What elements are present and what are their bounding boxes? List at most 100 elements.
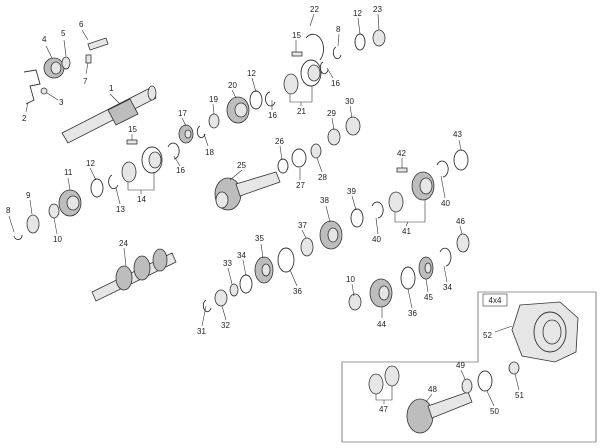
part-44-gear <box>369 278 393 308</box>
part-32-bearing <box>214 289 228 307</box>
callout-10b: 10 <box>346 275 355 284</box>
callout-37: 37 <box>298 221 307 230</box>
part-5-collar <box>61 56 71 70</box>
part-43-bearing <box>453 149 469 171</box>
part-10-needle-bearing <box>48 203 60 219</box>
part-4-gear <box>43 57 65 79</box>
part-8b-circlip <box>332 46 342 60</box>
part-35-gear <box>254 256 274 284</box>
part-6-pin <box>87 37 109 51</box>
callout-9: 9 <box>26 191 31 200</box>
callout-18: 18 <box>205 148 214 157</box>
part-34b-circlip <box>439 247 452 267</box>
callout-33: 33 <box>223 259 232 268</box>
part-51-nut <box>508 361 520 375</box>
part-15-key <box>126 139 138 145</box>
part-40b-circlip <box>436 160 449 178</box>
callout-12: 12 <box>86 159 95 168</box>
part-47-bearing-pair <box>368 365 400 395</box>
part-18-circlip <box>196 125 206 139</box>
callout-13: 13 <box>116 205 125 214</box>
part-2-shift-lever <box>23 69 48 105</box>
callout-30: 30 <box>345 97 354 106</box>
callout-43: 43 <box>453 130 462 139</box>
callout-47: 47 <box>379 405 388 414</box>
callout-14: 14 <box>137 195 146 204</box>
callout-11: 11 <box>64 168 73 177</box>
callout-12b: 12 <box>247 69 256 78</box>
part-28-nut <box>310 143 322 159</box>
callout-22: 22 <box>310 5 319 14</box>
part-49-spacer <box>461 378 473 394</box>
part-42-key <box>396 167 408 173</box>
part-36b-washer <box>400 266 416 290</box>
callout-39: 39 <box>347 187 356 196</box>
part-29-needle-bearing <box>327 128 341 146</box>
callout-28: 28 <box>318 173 327 182</box>
callout-26: 26 <box>275 137 284 146</box>
inset-4x4-label: 4x4 <box>489 296 502 305</box>
part-30-bearing <box>345 116 361 136</box>
callout-34: 34 <box>237 251 246 260</box>
callout-17: 17 <box>178 109 187 118</box>
callout-36b: 36 <box>408 309 417 318</box>
callout-32: 32 <box>221 321 230 330</box>
part-13-circlip <box>108 174 119 190</box>
part-23-bearing <box>372 29 386 47</box>
part-38-gear <box>319 220 343 250</box>
part-12-washer <box>90 178 104 198</box>
callout-4: 4 <box>42 35 47 44</box>
callout-5: 5 <box>61 29 66 38</box>
part-52-transfer-housing <box>511 301 579 363</box>
callout-23: 23 <box>373 5 382 14</box>
part-22-snap-ring <box>305 33 324 61</box>
part-19-needle-bearing <box>208 113 220 129</box>
callout-8: 8 <box>6 206 11 215</box>
part-10b-needle-bearing <box>348 293 362 311</box>
part-25-output-shaft <box>214 171 281 211</box>
callout-3: 3 <box>59 98 64 107</box>
part-37-bearing <box>300 237 314 257</box>
callout-16: 16 <box>176 166 185 175</box>
callout-24: 24 <box>119 239 128 248</box>
callout-25: 25 <box>237 161 246 170</box>
part-16b-circlip <box>265 91 276 107</box>
callout-50: 50 <box>490 407 499 416</box>
part-50-washer <box>477 370 493 392</box>
part-9-bearing <box>26 214 40 234</box>
part-33-spacer <box>229 283 239 297</box>
callout-16c: 16 <box>331 79 340 88</box>
part-17-gear <box>178 124 194 144</box>
part-45-gear <box>418 256 434 280</box>
part-1-input-shaft <box>61 85 157 144</box>
callout-1: 1 <box>109 84 114 93</box>
callout-44: 44 <box>377 320 386 329</box>
part-14-bearing-pair <box>121 146 163 183</box>
callout-15: 15 <box>128 125 137 134</box>
part-21-bearing-pair <box>283 59 322 95</box>
callout-49: 49 <box>456 361 465 370</box>
part-7-key <box>85 54 92 64</box>
callout-38: 38 <box>320 196 329 205</box>
part-27-washer <box>291 148 307 168</box>
part-26-washer <box>277 158 289 174</box>
part-39-washer <box>350 208 364 228</box>
callout-41: 41 <box>402 227 411 236</box>
callout-40: 40 <box>372 235 381 244</box>
part-48-transfer-gear-shaft <box>406 391 473 434</box>
callout-40b: 40 <box>441 199 450 208</box>
callout-labels: 1 2 3 4 5 6 7 8 9 10 11 12 13 14 15 16 1… <box>6 5 524 416</box>
callout-45: 45 <box>424 293 433 302</box>
callout-35: 35 <box>255 234 264 243</box>
callout-34b: 34 <box>443 283 452 292</box>
callout-8b: 8 <box>336 25 341 34</box>
callout-15b: 15 <box>292 31 301 40</box>
part-46-bearing <box>456 233 470 253</box>
callout-48: 48 <box>428 385 437 394</box>
callout-29: 29 <box>327 109 336 118</box>
inset-4x4-badge <box>482 293 508 307</box>
part-24-countershaft <box>91 248 177 302</box>
callout-21: 21 <box>297 107 306 116</box>
callout-52: 52 <box>483 331 492 340</box>
